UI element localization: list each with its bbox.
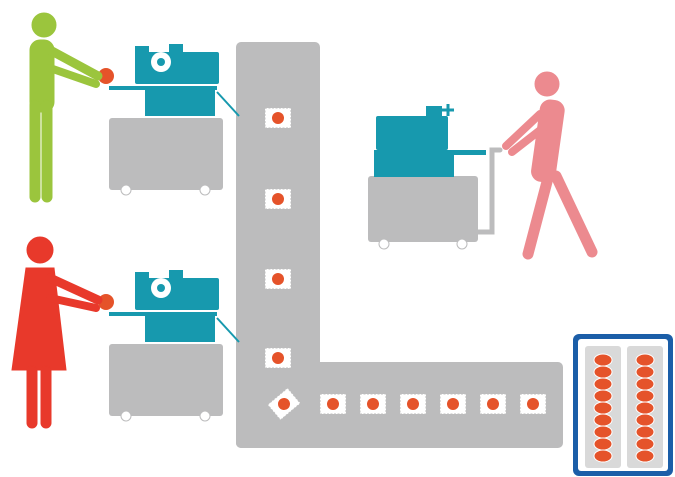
worker-green-figure xyxy=(30,13,98,202)
package-horizontal xyxy=(480,394,506,414)
package-horizontal xyxy=(440,394,466,414)
boxed-product xyxy=(594,426,612,438)
package-horizontal xyxy=(400,394,426,414)
labeling-machine-icon xyxy=(374,104,486,177)
boxed-product xyxy=(594,390,612,402)
boxed-product xyxy=(594,438,612,450)
cart-top xyxy=(109,118,223,195)
output-box xyxy=(573,334,673,476)
boxed-product xyxy=(594,366,612,378)
boxed-product xyxy=(594,402,612,414)
boxed-product xyxy=(636,366,654,378)
package-horizontal xyxy=(360,394,386,414)
conveyor-belt xyxy=(236,42,563,448)
boxed-product xyxy=(594,414,612,426)
boxed-product xyxy=(594,450,612,462)
worker-pink-figure xyxy=(506,72,592,254)
worker-red-figure xyxy=(12,237,98,428)
package-horizontal xyxy=(520,394,546,414)
boxed-product xyxy=(594,354,612,366)
package-vertical xyxy=(265,348,291,368)
cart-bottom xyxy=(109,344,223,421)
boxed-product xyxy=(636,450,654,462)
boxed-product xyxy=(636,426,654,438)
boxed-product xyxy=(636,414,654,426)
labeling-machine-icon xyxy=(109,270,239,342)
package-vertical xyxy=(265,108,291,128)
boxed-product xyxy=(636,390,654,402)
boxed-product xyxy=(636,402,654,414)
package-horizontal xyxy=(320,394,346,414)
boxed-product xyxy=(636,438,654,450)
boxed-product xyxy=(594,378,612,390)
boxed-product xyxy=(636,354,654,366)
package-vertical xyxy=(265,269,291,289)
labeling-machine-icon xyxy=(109,44,239,116)
package-vertical xyxy=(265,189,291,209)
boxed-product xyxy=(636,378,654,390)
